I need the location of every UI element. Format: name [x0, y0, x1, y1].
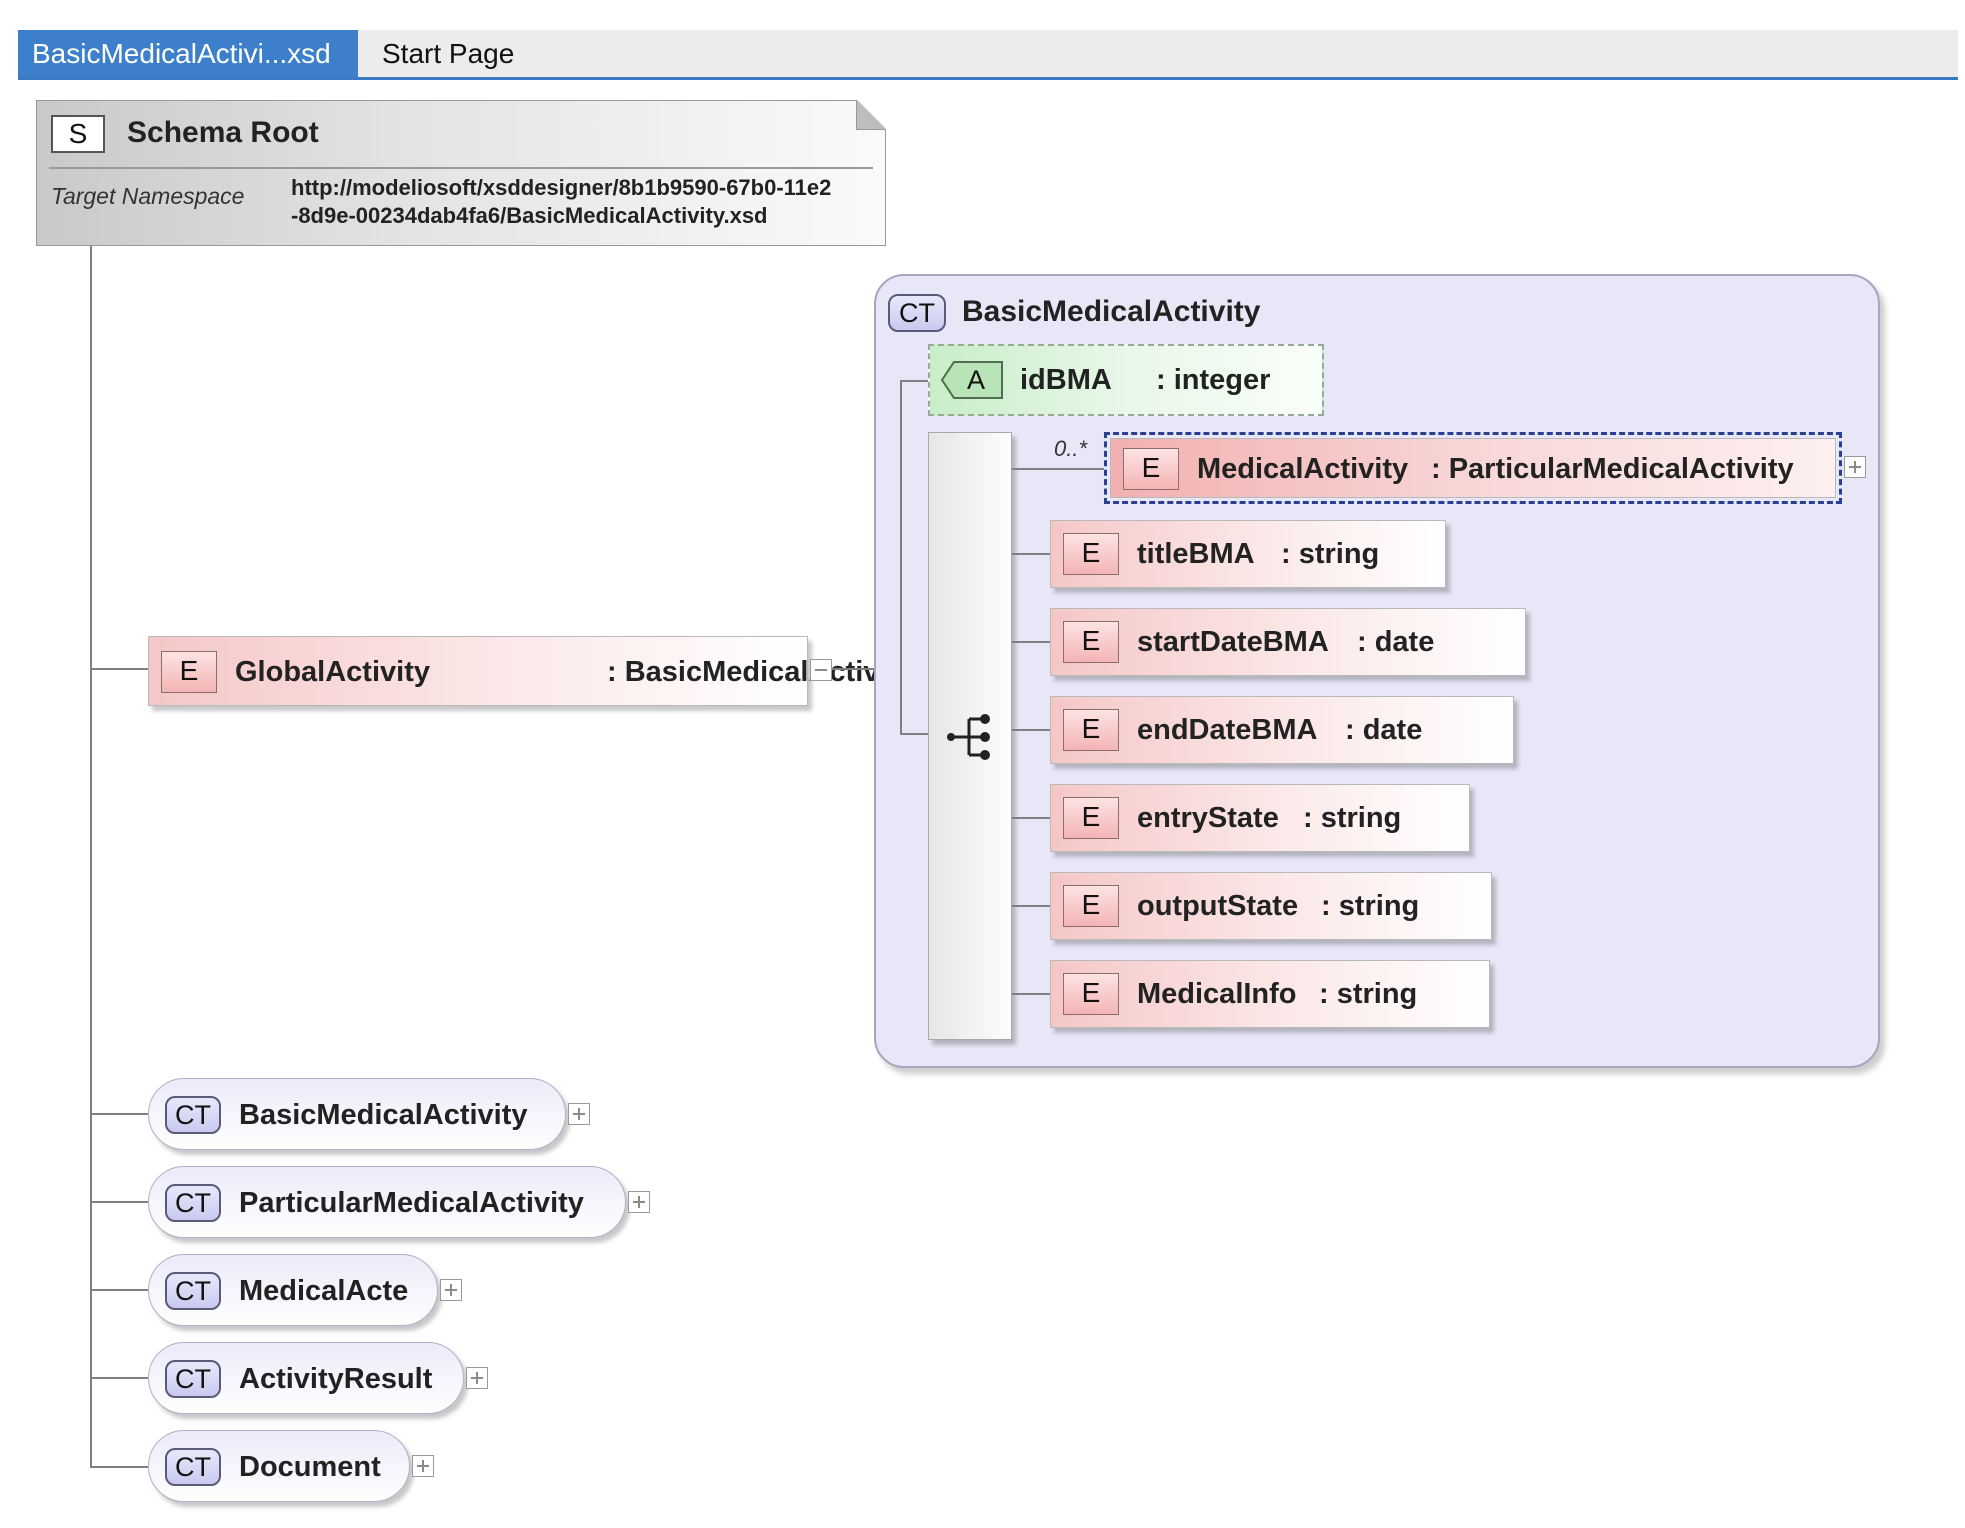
page-fold-corner	[856, 100, 886, 130]
expand-ct-basic-medical-activity-icon[interactable]	[568, 1103, 590, 1125]
element-type: : string	[1319, 978, 1418, 1010]
expand-medical-activity-icon[interactable]	[1844, 456, 1866, 478]
connector-seq-title-bma	[1012, 553, 1050, 555]
expand-ct-activity-result-icon[interactable]	[466, 1367, 488, 1389]
element-name: MedicalInfo	[1137, 978, 1297, 1010]
connector-ct-medical-acte	[90, 1289, 148, 1291]
element-name: entryState	[1137, 802, 1279, 834]
complex-type-badge-icon: CT	[165, 1096, 221, 1134]
complex-type-name: BasicMedicalActivity	[239, 1099, 528, 1131]
element-type: : BasicMedicalActivity	[607, 656, 914, 688]
complex-type-name: ActivityResult	[239, 1363, 433, 1395]
element-badge-icon: E	[1063, 533, 1119, 575]
tab-start-page[interactable]: Start Page	[382, 38, 515, 69]
ct-particular-medical-activity[interactable]: CT ParticularMedicalActivity	[148, 1166, 626, 1238]
element-type: : ParticularMedicalActivity	[1431, 453, 1794, 485]
connector-seq-output-state	[1012, 905, 1050, 907]
element-badge-icon: E	[1063, 885, 1119, 927]
connector-to-attribute	[900, 380, 930, 382]
element-badge-icon: E	[1063, 709, 1119, 751]
attribute-type: : integer	[1156, 364, 1271, 396]
complex-type-badge-icon: CT	[165, 1184, 221, 1222]
ct-document[interactable]: CT Document	[148, 1430, 410, 1502]
element-type: : string	[1321, 890, 1420, 922]
schema-root-title: Schema Root	[127, 116, 319, 149]
element-badge-icon: E	[1123, 448, 1179, 490]
element-badge-icon: E	[1063, 797, 1119, 839]
connector-panel-vertical	[900, 380, 902, 734]
complex-type-badge-icon: CT	[888, 294, 946, 332]
connector-seq-end-date-bma	[1012, 729, 1050, 731]
element-name: endDateBMA	[1137, 714, 1318, 746]
target-namespace-line-2: -8d9e-00234dab4fa6/BasicMedicalActivity.…	[291, 203, 768, 228]
element-output-state[interactable]: E outputState : string	[1050, 872, 1492, 940]
element-end-date-bma[interactable]: E endDateBMA : date	[1050, 696, 1514, 764]
element-badge-icon: E	[161, 651, 217, 693]
connector-to-sequence	[900, 733, 928, 735]
target-namespace-label: Target Namespace	[51, 183, 245, 209]
expand-ct-medical-acte-icon[interactable]	[440, 1279, 462, 1301]
root-trunk-line	[90, 246, 92, 1468]
connector-seq-entry-state	[1012, 817, 1050, 819]
element-medical-info[interactable]: E MedicalInfo : string	[1050, 960, 1490, 1028]
element-medical-activity[interactable]: E MedicalActivity : ParticularMedicalAct…	[1110, 438, 1836, 498]
element-start-date-bma[interactable]: E startDateBMA : date	[1050, 608, 1526, 676]
element-type: : date	[1357, 626, 1435, 658]
element-global-activity[interactable]: E GlobalActivity : BasicMedicalActivity	[148, 636, 913, 706]
ct-basic-medical-activity[interactable]: CT BasicMedicalActivity	[148, 1078, 566, 1150]
complex-type-badge-icon: CT	[165, 1272, 221, 1310]
ct-activity-result[interactable]: CT ActivityResult	[148, 1342, 464, 1414]
element-name: startDateBMA	[1137, 626, 1329, 658]
complex-type-badge-icon: CT	[165, 1448, 221, 1486]
document-tab-bar: BasicMedicalActivi...xsd Start Page	[18, 30, 1958, 80]
element-title-bma[interactable]: E titleBMA : string	[1050, 520, 1446, 588]
ct-medical-acte[interactable]: CT MedicalActe	[148, 1254, 438, 1326]
multiplicity-label: 0..*	[1054, 436, 1088, 461]
element-name: MedicalActivity	[1197, 453, 1409, 485]
connector-seq-medical-info	[1012, 993, 1050, 995]
connector-seq-start-date-bma	[1012, 641, 1050, 643]
element-badge-icon: E	[1063, 621, 1119, 663]
target-namespace-line-1: http://modeliosoft/xsddesigner/8b1b9590-…	[291, 175, 832, 200]
element-name: GlobalActivity	[235, 656, 430, 688]
connector-ct-activity-result	[90, 1377, 148, 1379]
complex-type-name: Document	[239, 1451, 381, 1483]
attribute-name: idBMA	[1020, 364, 1112, 396]
connector-ct-document	[90, 1466, 148, 1468]
connector-seq-medical-activity	[1012, 468, 1104, 470]
sequence-compositor[interactable]	[928, 432, 1012, 1040]
collapse-global-activity-icon[interactable]	[810, 659, 832, 681]
element-name: titleBMA	[1137, 538, 1255, 570]
complex-type-name: ParticularMedicalActivity	[239, 1187, 584, 1219]
connector-ct-particular-medical-activity	[90, 1201, 148, 1203]
complex-type-panel-title: BasicMedicalActivity	[962, 295, 1261, 328]
schema-root-node[interactable]: S Schema Root Target Namespace http://mo…	[36, 100, 886, 246]
expand-ct-particular-medical-activity-icon[interactable]	[628, 1191, 650, 1213]
schema-root-separator	[49, 167, 873, 169]
selection-outline	[1104, 432, 1842, 504]
element-badge-icon: E	[1063, 973, 1119, 1015]
sequence-icon	[945, 711, 997, 763]
complex-type-name: MedicalActe	[239, 1275, 409, 1307]
expand-ct-document-icon[interactable]	[412, 1455, 434, 1477]
element-name: outputState	[1137, 890, 1299, 922]
attribute-idbma[interactable]: A idBMA : integer	[928, 344, 1324, 416]
connector-ct-basic-medical-activity	[90, 1113, 148, 1115]
tab-basic-medical-activity-xsd[interactable]: BasicMedicalActivi...xsd	[18, 30, 358, 77]
attribute-badge-letter: A	[966, 365, 985, 395]
element-type: : string	[1303, 802, 1402, 834]
connector-global-to-type	[832, 668, 900, 670]
complex-type-badge-icon: CT	[165, 1360, 221, 1398]
schema-badge-icon: S	[51, 115, 105, 153]
element-type: : date	[1345, 714, 1423, 746]
element-entry-state[interactable]: E entryState : string	[1050, 784, 1470, 852]
connector-global-activity	[90, 668, 148, 670]
attribute-badge-icon	[940, 360, 1004, 400]
element-type: : string	[1281, 538, 1380, 570]
